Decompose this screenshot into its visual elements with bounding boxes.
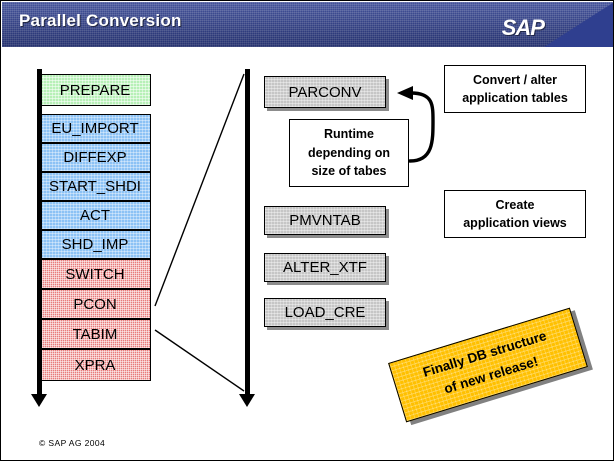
- runtime-loop-arrow-head-icon: [397, 86, 413, 100]
- step-box-alter-xtf[interactable]: ALTER_XTF: [264, 253, 386, 282]
- callout-line-2: application views: [463, 216, 567, 230]
- callout-line-1: Convert / alter: [472, 72, 558, 87]
- runtime-note-line-1: Runtime: [324, 126, 374, 141]
- callout-line-2: application tables: [462, 91, 568, 105]
- runtime-note-line-3: size of tabes: [311, 164, 387, 179]
- phase-label: PREPARE: [59, 81, 131, 99]
- left-timeline-arrow-stem: [37, 69, 42, 396]
- phase-box-pcon[interactable]: PCON: [39, 289, 151, 319]
- phase-label: START_SHDI: [49, 178, 141, 195]
- runtime-note-box: Runtime depending on size of tabes: [289, 119, 409, 187]
- phase-label: DIFFEXP: [63, 149, 127, 166]
- phase-label: SHD_IMP: [61, 236, 129, 253]
- header-texture: [2, 2, 613, 47]
- runtime-note-line-2: depending on: [308, 145, 390, 160]
- left-timeline-arrow-head-icon: [31, 394, 47, 407]
- phase-box-prepare[interactable]: PREPARE: [39, 74, 151, 106]
- header-shading: [2, 2, 613, 47]
- phase-box-act[interactable]: ACT: [39, 201, 151, 230]
- phase-box-tabim[interactable]: TABIM: [39, 319, 151, 349]
- final-db-banner: Finally DB structure of new release!: [388, 307, 588, 423]
- phase-label: ACT: [80, 207, 110, 224]
- phase-label: TABIM: [72, 325, 118, 343]
- phase-box-eu-import[interactable]: EU_IMPORT: [39, 114, 151, 143]
- callout-create-app-views: Create application views: [444, 190, 586, 238]
- step-label: LOAD_CRE: [284, 304, 366, 321]
- phase-box-shd-imp[interactable]: SHD_IMP: [39, 230, 151, 259]
- phase-label: PCON: [73, 295, 117, 313]
- phase-label: SWITCH: [65, 265, 125, 283]
- final-db-banner-wrapper: Finally DB structure of new release!: [388, 307, 588, 423]
- phase-box-diffexp[interactable]: DIFFEXP: [39, 143, 151, 172]
- connector-line-pcon-bottom: [154, 329, 245, 392]
- runtime-loop-arrow-path: [408, 91, 435, 163]
- slide-header: Parallel Conversion SAP: [2, 2, 613, 47]
- sap-logo: SAP: [501, 15, 545, 40]
- callout-line-1: Create: [495, 197, 535, 212]
- phase-box-switch[interactable]: SWITCH: [39, 259, 151, 289]
- phase-label: EU_IMPORT: [51, 120, 139, 137]
- phase-box-xpra[interactable]: XPRA: [39, 349, 151, 381]
- step-label: PARCONV: [288, 83, 362, 101]
- step-box-pmvntab[interactable]: PMVNTAB: [264, 206, 386, 235]
- phase-box-start-shdi[interactable]: START_SHDI: [39, 172, 151, 201]
- phase-label: XPRA: [74, 356, 116, 374]
- copyright-footer: © SAP AG 2004: [39, 438, 106, 448]
- step-label: ALTER_XTF: [283, 259, 367, 276]
- middle-timeline-arrow-stem: [245, 69, 250, 396]
- step-box-load-cre[interactable]: LOAD_CRE: [264, 298, 386, 327]
- page-title: Parallel Conversion: [19, 11, 182, 30]
- callout-convert-alter-tables: Convert / alter application tables: [444, 65, 586, 113]
- middle-timeline-arrow-head-icon: [239, 394, 255, 407]
- step-label: PMVNTAB: [289, 212, 361, 229]
- step-box-parconv[interactable]: PARCONV: [264, 76, 386, 108]
- connector-line-pcon-top: [154, 73, 245, 307]
